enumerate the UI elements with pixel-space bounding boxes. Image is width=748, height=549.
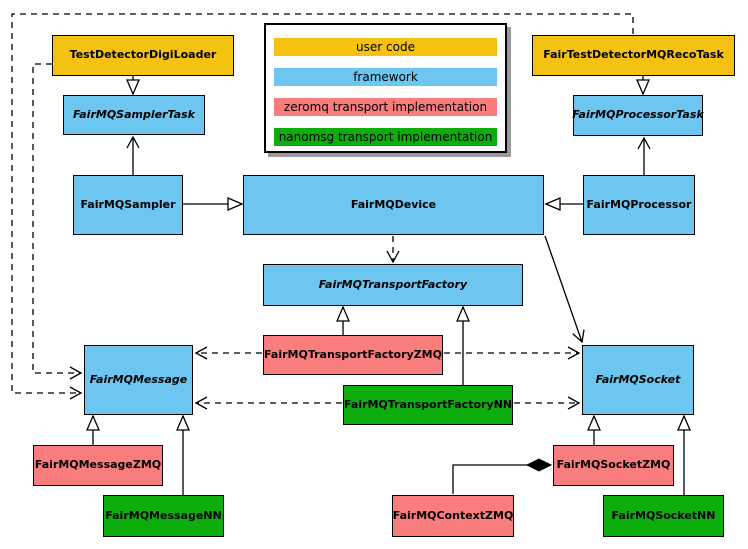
class-box-fairmqmessagezmq: FairMQMessageZMQ bbox=[33, 445, 163, 486]
edge-association-device-socket bbox=[544, 235, 585, 344]
legend-item-framework: framework bbox=[274, 68, 497, 86]
class-box-fairmqsocketzmq: FairMQSocketZMQ bbox=[553, 445, 674, 486]
legend-item-nanomsg: nanomsg transport implementation bbox=[274, 128, 497, 146]
class-box-fairmqsocket: FairMQSocket bbox=[582, 345, 694, 415]
legend-box: user code framework zeromq transport imp… bbox=[264, 23, 507, 153]
edge-dependency-recotask-message bbox=[11, 13, 634, 400]
class-box-fairmqsamplertask: FairMQSamplerTask bbox=[63, 95, 205, 135]
class-box-fairmqtransportfactoryzmq: FairMQTransportFactoryZMQ bbox=[263, 335, 443, 375]
edge-composition-socketzmq-contextzmq bbox=[452, 458, 553, 494]
class-box-fairmqtransportfactorynn: FairMQTransportFactoryNN bbox=[343, 385, 513, 425]
class-box-fairmqsocketnn: FairMQSocketNN bbox=[603, 495, 724, 537]
class-box-fairmqprocessortask: FairMQProcessorTask bbox=[572, 95, 704, 136]
class-box-fairmqtransportfactory: FairMQTransportFactory bbox=[263, 264, 523, 306]
class-box-fairmqmessagenn: FairMQMessageNN bbox=[103, 495, 224, 537]
class-box-fairmqsampler: FairMQSampler bbox=[73, 175, 183, 235]
edge-dependency-digiloader-message bbox=[32, 63, 83, 380]
legend-item-zeromq: zeromq transport implementation bbox=[274, 98, 497, 116]
class-box-fairtestdetectormqrecotask: FairTestDetectorMQRecoTask bbox=[532, 35, 735, 76]
class-box-fairmqprocessor: FairMQProcessor bbox=[583, 175, 695, 235]
class-box-testdetectordigiloader: TestDetectorDigiLoader bbox=[52, 35, 234, 76]
legend-item-user-code: user code bbox=[274, 38, 497, 56]
class-box-fairmqdevice: FairMQDevice bbox=[243, 175, 544, 235]
class-box-fairmqcontextzmq: FairMQContextZMQ bbox=[392, 495, 514, 537]
class-box-fairmqmessage: FairMQMessage bbox=[84, 345, 193, 415]
